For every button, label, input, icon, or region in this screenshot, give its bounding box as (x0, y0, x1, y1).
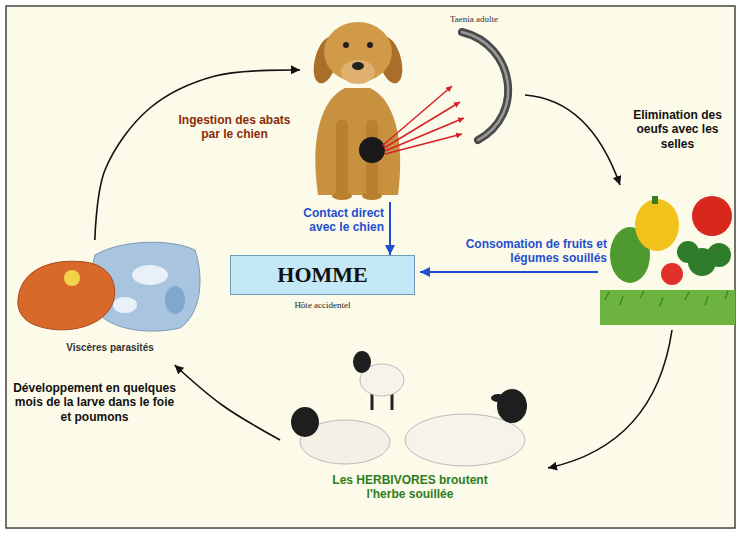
dog-eye (343, 42, 349, 48)
tapeworm (462, 32, 508, 140)
hydatid-cyst (64, 270, 80, 286)
cycle-connector (175, 365, 280, 440)
sheep-figure (291, 351, 527, 466)
sheep-head (353, 351, 371, 373)
strawberry (661, 263, 683, 285)
dog-paw (332, 192, 352, 200)
pepper-stem (652, 196, 658, 204)
cycle-arc (525, 95, 620, 185)
tapeworm (462, 32, 508, 140)
broccoli (707, 243, 731, 267)
host-box: HOMMEHôte accidentel (230, 255, 415, 295)
red-arrow (385, 134, 462, 154)
tomato (692, 196, 732, 236)
pepper (635, 199, 679, 251)
grass-blades (605, 291, 728, 306)
dog-figure (309, 22, 407, 200)
sheep-head (497, 389, 527, 423)
edge-label: Développement en quelques mois de la lar… (10, 380, 179, 425)
dog-leg (336, 120, 348, 196)
viscera-figure (18, 242, 200, 331)
note-label: Elimination des oeufs avec les selles (625, 108, 730, 151)
red-arrow (385, 118, 464, 151)
viscera-node: Viscères parasités (15, 240, 205, 365)
sheep-ear (491, 394, 505, 402)
transmission-arrow (420, 271, 598, 273)
dog-eye (367, 42, 373, 48)
lung-patch (165, 286, 185, 314)
panel (6, 6, 735, 528)
part-label: Taenia adulte (450, 14, 498, 25)
figure-caption: Les HERBIVORES broutent l'herbe souillée (320, 473, 500, 502)
grass (600, 290, 735, 325)
dog-paw (362, 192, 382, 200)
sheep-node: Les HERBIVORES broutent l'herbe souillée (280, 335, 540, 510)
dog-snout (341, 60, 375, 84)
cycle-connector (95, 70, 300, 240)
edge-label: Ingestion des abats par le chien (170, 112, 299, 143)
dog-node: Taenia adulte (300, 2, 515, 202)
lung-patch (113, 297, 137, 313)
edge-label: Contact direct avec le chien (272, 205, 386, 236)
intestine-marker (359, 137, 385, 163)
sheep-head (291, 407, 319, 437)
liver (18, 261, 115, 330)
cycle-arc (548, 330, 672, 468)
dog-nose (352, 62, 364, 70)
worm-arrows (382, 86, 464, 154)
host-caption: Hôte accidentel (231, 300, 414, 311)
note-label: Consomation de fruits et légumes souillé… (440, 236, 609, 267)
figure-caption: Viscères parasités (15, 342, 205, 354)
host-title: HOMME (277, 262, 367, 288)
cycle-connector (389, 202, 391, 255)
vegetables-figure (600, 196, 735, 325)
lung-patch (132, 265, 168, 285)
